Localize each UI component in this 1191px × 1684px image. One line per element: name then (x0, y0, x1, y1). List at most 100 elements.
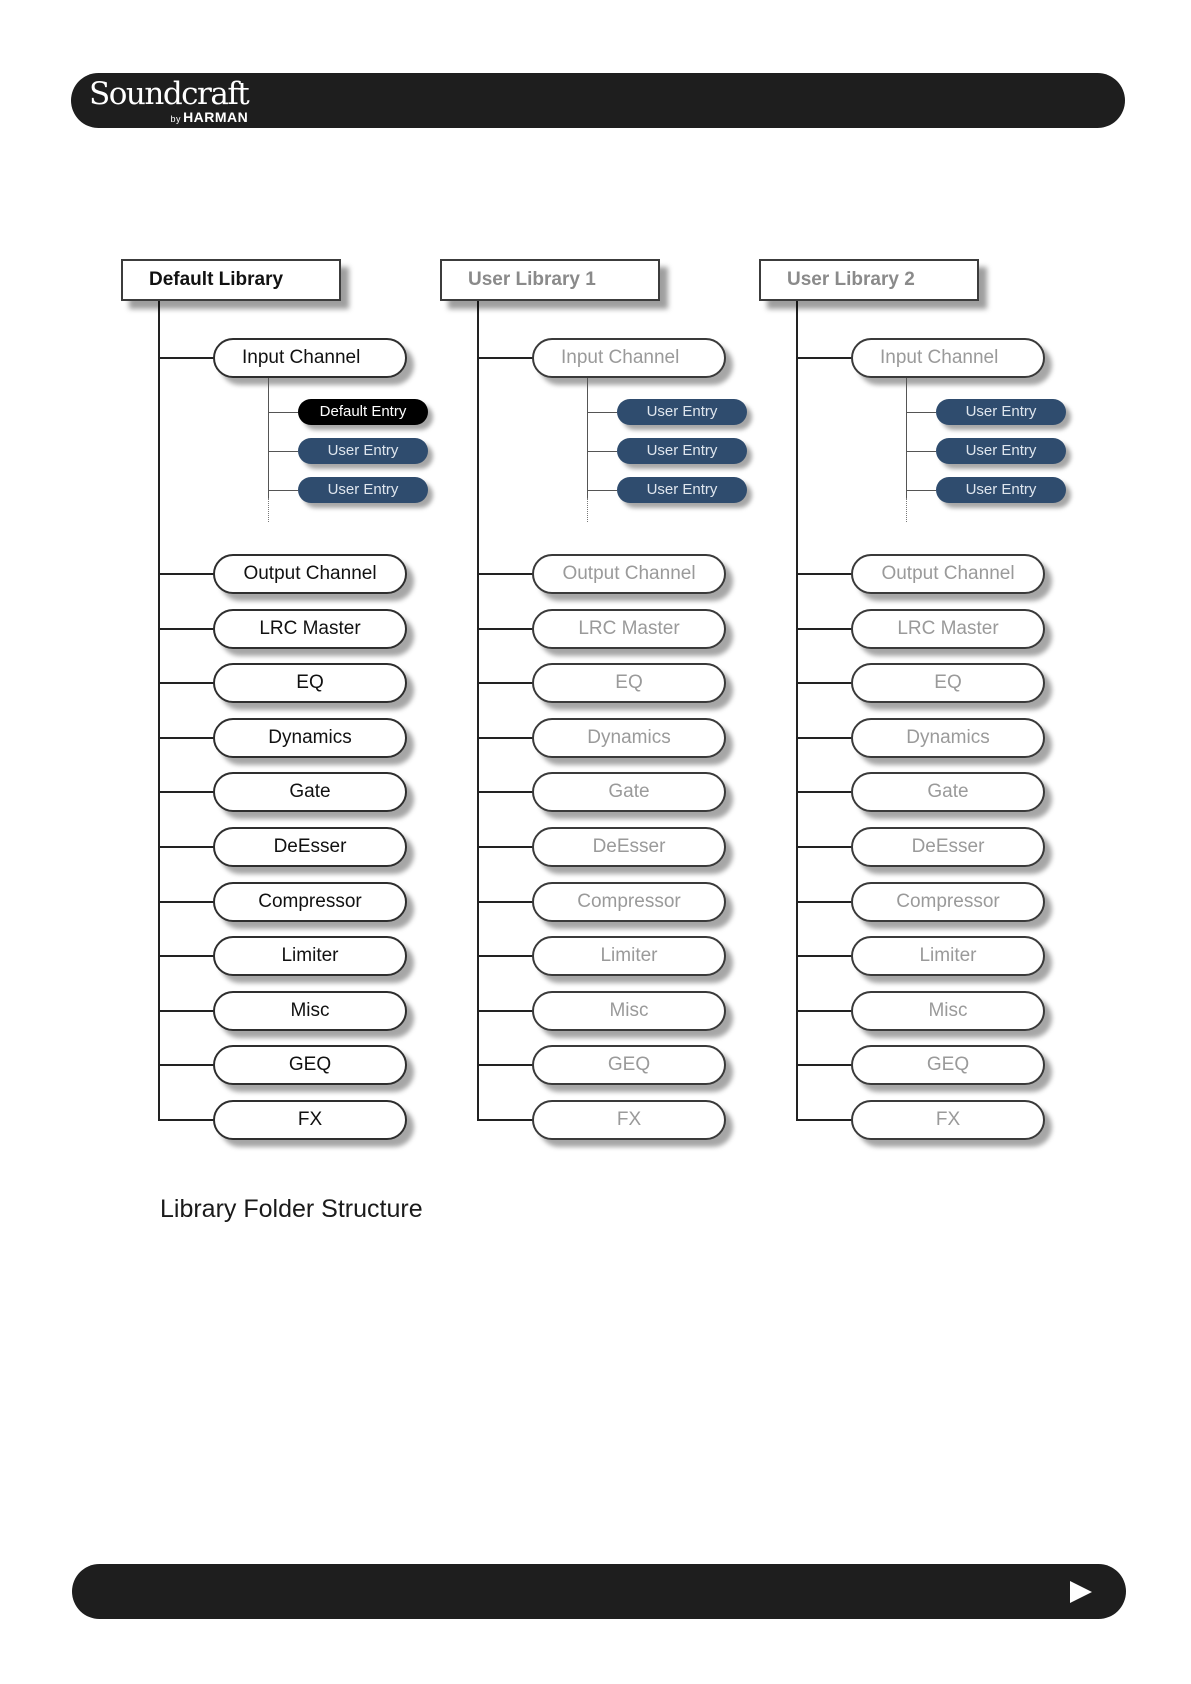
folder-node[interactable]: FX (213, 1100, 407, 1140)
branch-line (796, 1009, 853, 1012)
branch-line (477, 682, 534, 685)
branch-line (158, 357, 215, 359)
branch-line (158, 682, 215, 685)
folder-node[interactable]: Gate (532, 772, 726, 813)
entry-branch-line (587, 490, 617, 491)
folder-node[interactable]: Compressor (532, 881, 726, 922)
folder-node[interactable]: FX (851, 1100, 1045, 1140)
entry-branch-line (587, 412, 617, 413)
folder-node[interactable]: Misc (532, 990, 726, 1031)
folder-node[interactable]: Dynamics (532, 717, 726, 758)
branch-line (796, 900, 853, 903)
sub-tree-dotted-line (906, 498, 907, 522)
folder-node[interactable]: Gate (213, 772, 407, 813)
entry-branch-line (268, 490, 298, 491)
folder-node[interactable]: Output Channel (213, 554, 407, 594)
folder-node[interactable]: Output Channel (532, 554, 726, 594)
input-channel-folder[interactable]: Input Channel (851, 338, 1045, 378)
user-entry[interactable]: User Entry (936, 399, 1066, 425)
entry-branch-line (587, 451, 617, 452)
branch-line (158, 736, 215, 739)
branch-line (158, 627, 215, 630)
branch-line (477, 900, 534, 903)
sub-tree-dotted-line (587, 498, 588, 522)
branch-line (796, 1064, 853, 1067)
folder-node[interactable]: EQ (532, 663, 726, 704)
folder-node[interactable]: DeEsser (213, 827, 407, 867)
user-entry[interactable]: User Entry (298, 438, 428, 464)
folder-node[interactable]: LRC Master (851, 608, 1045, 649)
branch-line (796, 846, 853, 848)
entry-branch-line (906, 490, 936, 491)
branch-line (796, 1119, 853, 1121)
folder-node[interactable]: Dynamics (213, 717, 407, 758)
branch-line (477, 736, 534, 739)
footer-bar (72, 1564, 1126, 1619)
user-entry[interactable]: User Entry (617, 477, 747, 503)
branch-line (477, 846, 534, 848)
folder-node[interactable]: DeEsser (532, 827, 726, 867)
tree-trunk-line (796, 298, 798, 1120)
branch-line (796, 573, 853, 575)
library-title[interactable]: User Library 1 (440, 259, 660, 301)
sub-tree-line (587, 378, 588, 498)
library-title[interactable]: User Library 2 (759, 259, 979, 301)
branch-line (796, 627, 853, 630)
entry-branch-line (906, 451, 936, 452)
user-entry[interactable]: User Entry (936, 477, 1066, 503)
user-entry[interactable]: User Entry (936, 438, 1066, 464)
entry-branch-line (906, 412, 936, 413)
brand-harman: HARMAN (183, 109, 249, 125)
folder-node[interactable]: Dynamics (851, 717, 1045, 758)
branch-line (158, 1064, 215, 1067)
branch-line (796, 682, 853, 685)
figure-caption: Library Folder Structure (160, 1195, 423, 1223)
default-entry[interactable]: Default Entry (298, 399, 428, 425)
folder-node[interactable]: Compressor (851, 881, 1045, 922)
library-title[interactable]: Default Library (121, 259, 341, 301)
folder-node[interactable]: Misc (213, 990, 407, 1031)
branch-line (796, 955, 853, 958)
branch-line (477, 573, 534, 575)
entry-branch-line (268, 451, 298, 452)
tree-trunk-line (477, 298, 479, 1120)
folder-node[interactable]: Limiter (851, 936, 1045, 977)
user-entry[interactable]: User Entry (617, 438, 747, 464)
folder-node[interactable]: Gate (851, 772, 1045, 813)
folder-node[interactable]: Compressor (213, 881, 407, 922)
folder-node[interactable]: Limiter (213, 936, 407, 977)
folder-node[interactable]: GEQ (851, 1045, 1045, 1086)
branch-line (158, 1119, 215, 1121)
folder-node[interactable]: Misc (851, 990, 1045, 1031)
input-channel-folder[interactable]: Input Channel (213, 338, 407, 378)
user-entry[interactable]: User Entry (617, 399, 747, 425)
folder-node[interactable]: LRC Master (213, 608, 407, 649)
folder-node[interactable]: GEQ (532, 1045, 726, 1086)
folder-node[interactable]: LRC Master (532, 608, 726, 649)
brand-by: by (170, 114, 182, 124)
entry-branch-line (268, 412, 298, 413)
branch-line (477, 791, 534, 794)
branch-line (158, 791, 215, 794)
folder-node[interactable]: FX (532, 1100, 726, 1140)
folder-node[interactable]: GEQ (213, 1045, 407, 1086)
sub-tree-line (268, 378, 269, 498)
folder-node[interactable]: EQ (213, 663, 407, 704)
branch-line (477, 357, 534, 359)
sub-tree-line (906, 378, 907, 498)
folder-node[interactable]: EQ (851, 663, 1045, 704)
branch-line (477, 627, 534, 630)
branch-line (477, 1119, 534, 1121)
folder-node[interactable]: Limiter (532, 936, 726, 977)
folder-node[interactable]: DeEsser (851, 827, 1045, 867)
play-arrow-icon[interactable] (1070, 1581, 1092, 1603)
input-channel-folder[interactable]: Input Channel (532, 338, 726, 378)
folder-node[interactable]: Output Channel (851, 554, 1045, 594)
user-entry[interactable]: User Entry (298, 477, 428, 503)
sub-tree-dotted-line (268, 498, 269, 522)
tree-trunk-line (158, 298, 160, 1120)
